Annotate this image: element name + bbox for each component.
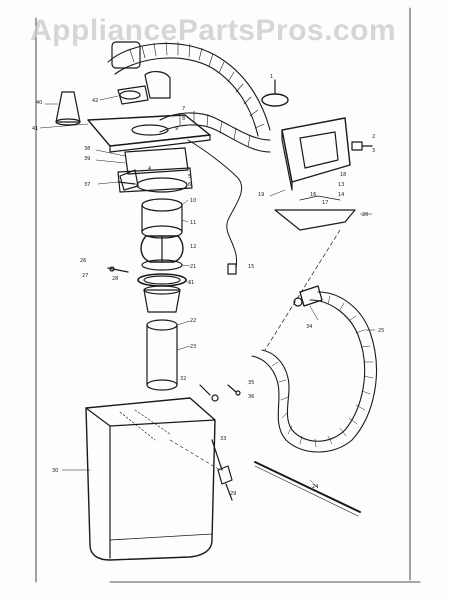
watermark-text: AppliancePartsPros.com xyxy=(30,14,397,47)
part-label: 42 xyxy=(92,98,98,104)
part-label: 38 xyxy=(84,146,90,152)
part-label: 15 xyxy=(248,264,254,270)
part-label: 16 xyxy=(310,192,316,198)
part-label: 9 xyxy=(175,126,178,132)
tank-body xyxy=(85,397,216,561)
support-rod-edge xyxy=(254,465,359,517)
funnel-cup xyxy=(143,289,181,313)
motor-top xyxy=(141,198,183,212)
filter-tube-bottom xyxy=(146,379,178,391)
part-label: 10 xyxy=(190,198,196,204)
part-label: 1 xyxy=(270,74,273,80)
part-label: 32 xyxy=(180,376,186,382)
part-label: 33 xyxy=(220,436,226,442)
cover-plate-opening xyxy=(131,124,169,136)
part-label: 30 xyxy=(52,468,58,474)
blower-housing xyxy=(117,167,193,193)
part-label: 2 xyxy=(372,134,375,140)
part-label: 18 xyxy=(340,172,346,178)
dashed-leader-hose xyxy=(264,229,341,351)
part-label: 40 xyxy=(36,100,42,106)
tank-rim xyxy=(85,407,216,427)
cover-plate-edge xyxy=(109,134,211,153)
part-label: 35 xyxy=(248,380,254,386)
dashed-leader-drain xyxy=(169,439,221,471)
part-label: 6 xyxy=(188,182,191,188)
part-label: 27 xyxy=(82,273,88,279)
filter-tube-top xyxy=(146,319,178,331)
part-label: 39 xyxy=(84,156,90,162)
blower-bracket xyxy=(119,169,139,191)
part-label: 28 xyxy=(112,276,118,282)
part-labels: 1 2 3 4 5 6 7 8 9 10 11 12 13 14 15 16 1… xyxy=(32,74,384,497)
filter-tube-body xyxy=(146,324,178,386)
impeller-bulb xyxy=(140,235,184,263)
filter-cone-rim xyxy=(55,118,81,126)
vent-adapter-inner xyxy=(299,131,339,169)
part-label: 12 xyxy=(190,244,196,250)
part-label: 3 xyxy=(372,148,375,154)
hose-coupling xyxy=(111,41,141,69)
part-label: 36 xyxy=(248,394,254,400)
part-label: 37 xyxy=(84,182,90,188)
part-label: 22 xyxy=(190,318,196,324)
screw-left xyxy=(107,266,129,273)
power-plug xyxy=(227,263,237,275)
part-label: 24 xyxy=(312,484,318,490)
hose-end-nozzle xyxy=(293,297,303,307)
part-label: 19 xyxy=(258,192,264,198)
part-label: 7 xyxy=(182,106,185,112)
flexible-hose-top xyxy=(107,41,271,153)
part-label: 34 xyxy=(306,324,312,330)
hose-clamp xyxy=(261,93,289,107)
part-label: 21 xyxy=(190,264,196,270)
part-label: 41 xyxy=(32,126,38,132)
gasket-ring-upper-inner xyxy=(143,275,181,285)
part-label: 29 xyxy=(230,491,236,497)
power-cord xyxy=(187,139,243,269)
part-label: 8 xyxy=(182,116,185,122)
hose-end-connector xyxy=(299,285,323,307)
part-label: 11 xyxy=(190,220,196,226)
part-label: 5 xyxy=(188,174,191,180)
motor-housing xyxy=(124,147,189,175)
screw-upper xyxy=(117,181,136,185)
vent-adapter-front xyxy=(281,129,293,191)
vent-adapter-knob xyxy=(351,141,363,151)
funnel-cup-rim xyxy=(143,285,181,295)
tank-base xyxy=(109,533,213,541)
part-label: 4 xyxy=(148,166,151,172)
tank-inner-lines xyxy=(119,409,171,441)
motor-cylinder xyxy=(141,204,183,233)
part-label: 14 xyxy=(338,192,344,198)
part-label: 13 xyxy=(338,182,344,188)
part-label: 31 xyxy=(188,280,194,286)
elbow-fitting xyxy=(144,71,171,99)
drain-hose-right xyxy=(251,291,377,453)
support-rod xyxy=(254,461,361,513)
part-label: 26 xyxy=(80,258,86,264)
part-label: 17 xyxy=(322,200,328,206)
part-label: 20 xyxy=(362,212,368,218)
part-label: 23 xyxy=(190,344,196,350)
part-label: 25 xyxy=(378,328,384,334)
wedge-bracket-pins xyxy=(299,195,341,201)
elbow-fitting-ring xyxy=(117,85,149,105)
filter-cone xyxy=(55,91,81,123)
bolt-assembly-right xyxy=(199,384,241,402)
wedge-bracket xyxy=(274,209,356,231)
leader-lines xyxy=(39,95,376,489)
ring-clamp xyxy=(119,90,141,100)
blower-ring xyxy=(136,177,188,193)
drain-valve xyxy=(211,439,233,501)
